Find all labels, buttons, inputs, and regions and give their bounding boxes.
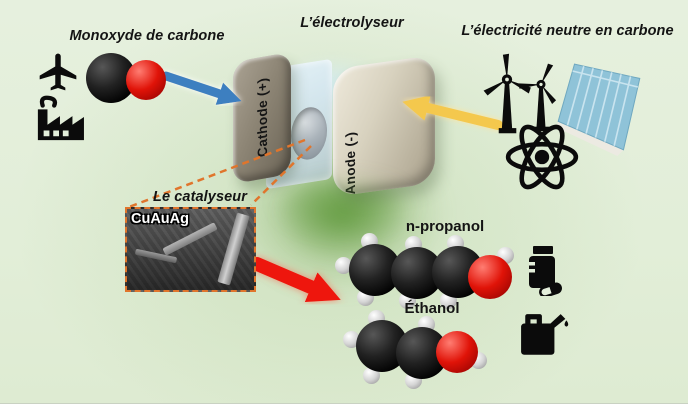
co-molecule	[84, 52, 168, 106]
co-source-label: Monoxyde de carbone	[69, 28, 225, 44]
factory-icon	[30, 94, 88, 142]
catalyst-label: Le catalyseur	[153, 189, 247, 205]
atom-icon	[503, 120, 581, 194]
sem-rod	[217, 212, 250, 286]
co-arrow	[161, 71, 242, 105]
wind-turbine-icon	[476, 52, 538, 136]
membrane-hole	[291, 104, 327, 163]
wind-turbine-icon	[514, 60, 568, 134]
catalyst-sem-image: CuAuAg	[125, 207, 256, 292]
anode-label: Anode (-)	[343, 130, 358, 196]
pill-bottle-icon	[523, 246, 563, 296]
solar-panel-icon	[556, 56, 644, 158]
sem-rod	[162, 222, 218, 256]
ethanol-molecule	[342, 310, 497, 396]
cathode-block: Cathode (+)	[233, 51, 291, 185]
oxygen-atom	[436, 331, 478, 373]
cathode-label: Cathode (+)	[254, 77, 270, 159]
products-arrow	[250, 257, 341, 302]
oxygen-atom	[126, 60, 166, 100]
electricity-label: L’électricité neutre en carbone	[461, 23, 674, 39]
hydrogen-atom	[343, 331, 360, 348]
airplane-icon	[36, 50, 80, 94]
anode-block: Anode (-)	[333, 54, 435, 198]
oxygen-atom	[468, 255, 512, 299]
fuel-can-icon	[519, 311, 569, 359]
electrolyzer-title: L’électrolyseur	[300, 15, 404, 31]
catalyst-material-label: CuAuAg	[131, 211, 189, 227]
